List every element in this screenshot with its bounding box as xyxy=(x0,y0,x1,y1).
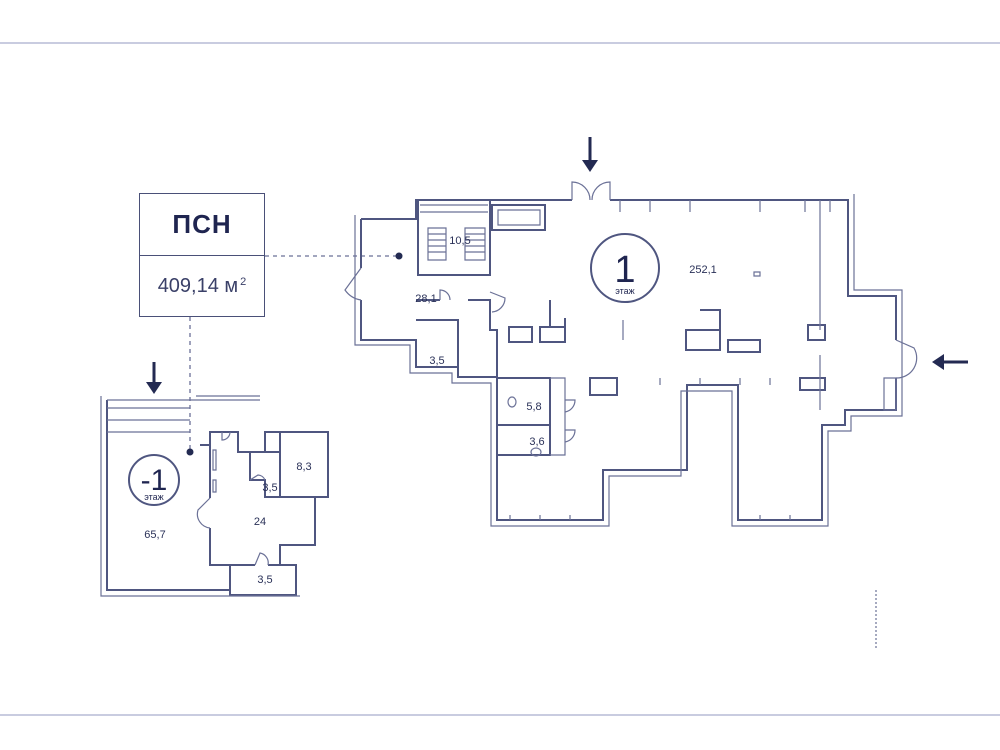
room-area-label: 65,7 xyxy=(144,529,165,541)
ground-floor-word: этаж xyxy=(615,286,634,296)
unit-type-label: ПСН xyxy=(140,194,264,256)
room-area-label: 3,5 xyxy=(429,355,444,367)
room-area-label: 28,1 xyxy=(415,293,436,305)
basement-floor-plan: -1 этаж 8,3 3,5 65,7 24 3,5 xyxy=(100,395,329,597)
ground-floor-marker-dot xyxy=(395,252,403,260)
room-area-label: 3,5 xyxy=(257,574,272,586)
room-area-label: 5,8 xyxy=(526,401,541,413)
basement-marker-dot xyxy=(186,448,194,456)
room-area-label: 10,5 xyxy=(449,235,470,247)
door-swing-icon xyxy=(196,431,269,566)
basement-floor-badge xyxy=(128,454,180,506)
door-swing-icon xyxy=(344,181,918,443)
unit-area-value: 409,14 м xyxy=(157,274,239,297)
top-divider xyxy=(0,42,1000,44)
room-area-label: 8,3 xyxy=(296,461,311,473)
room-area-label: 3,6 xyxy=(529,436,544,448)
staircase-icon xyxy=(427,227,486,261)
room-area-label: 252,1 xyxy=(689,264,717,276)
ground-floor-badge xyxy=(590,233,660,303)
room-area-label: 24 xyxy=(254,516,266,528)
unit-area-superscript: 2 xyxy=(240,276,247,288)
basement-floor-word: этаж xyxy=(144,492,163,502)
entrance-arrow-icon xyxy=(146,362,162,394)
bottom-divider xyxy=(0,714,1000,716)
entrance-arrow-icon xyxy=(932,354,968,370)
basement-floor-number: -1 xyxy=(141,464,168,497)
ground-floor-plan: 1 этаж 10,5 28,1 252,1 3,5 5,8 3,6 xyxy=(344,181,918,527)
toilet-icon xyxy=(507,396,542,457)
entrance-arrow-icon xyxy=(582,137,598,172)
room-area-label: 3,5 xyxy=(262,482,277,494)
ground-floor-number: 1 xyxy=(614,249,635,291)
